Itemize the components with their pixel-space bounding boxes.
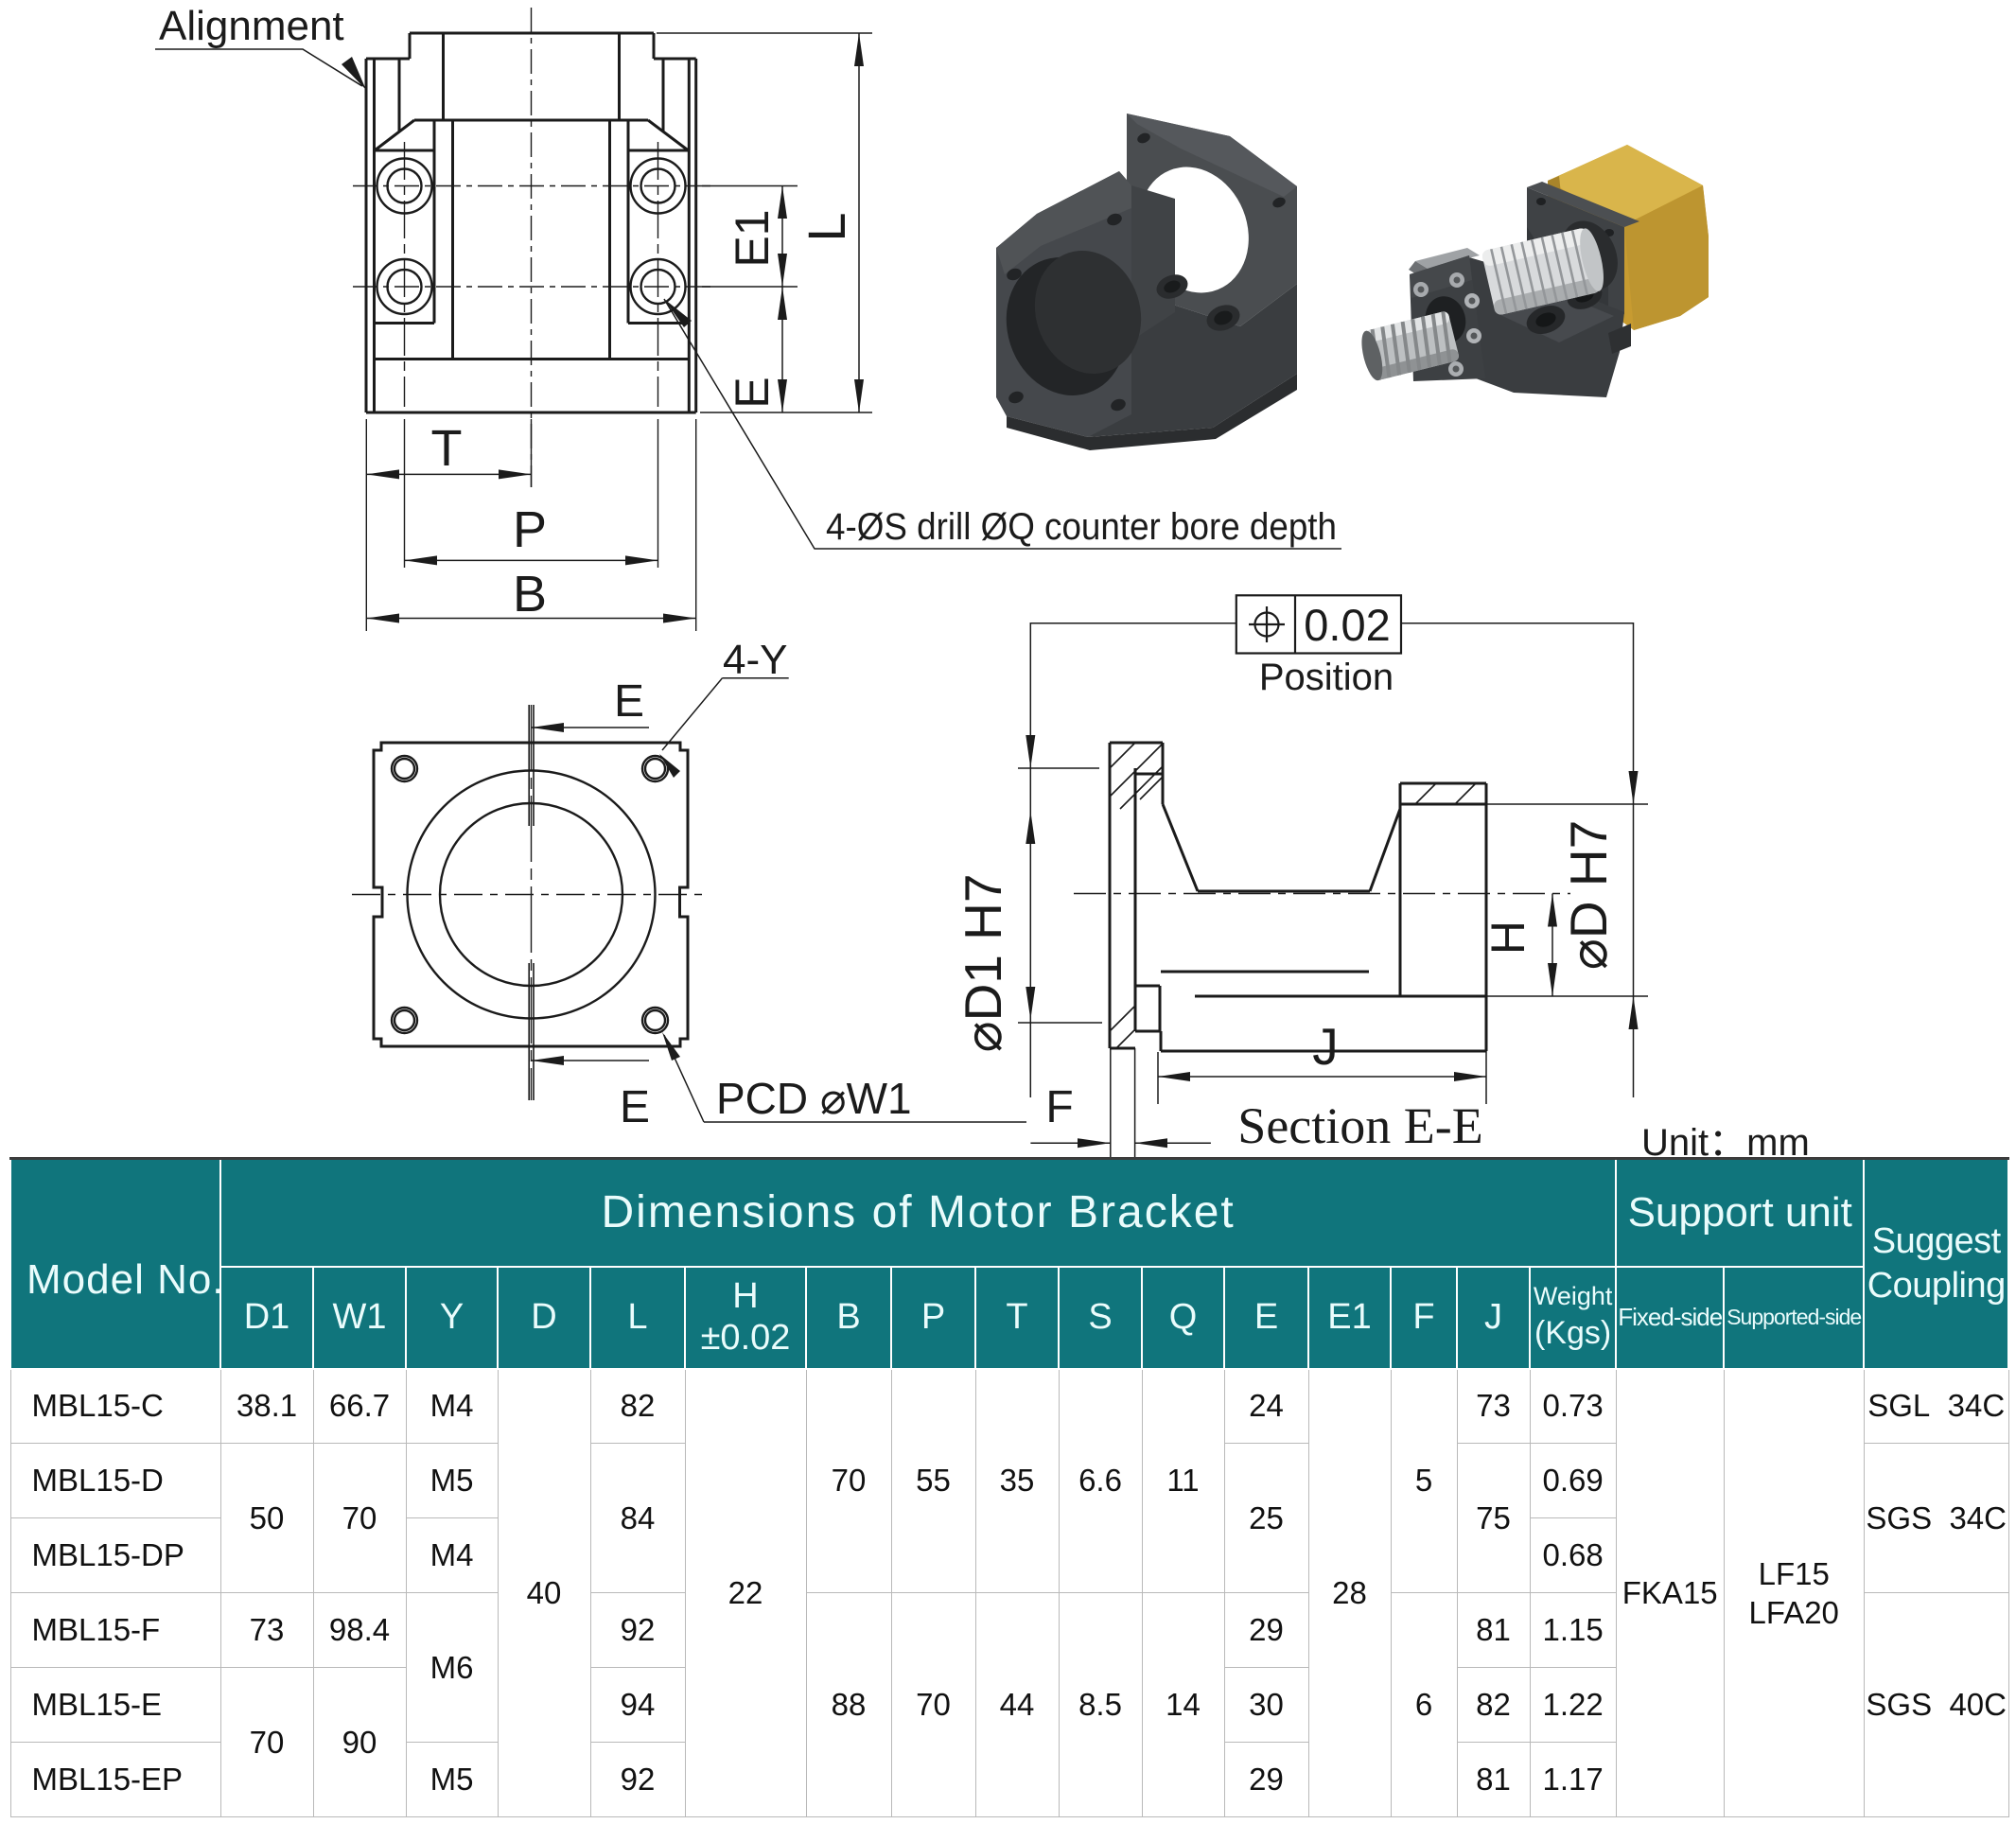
- svg-text:Alignment: Alignment: [159, 3, 344, 49]
- svg-text:Position: Position: [1259, 657, 1394, 698]
- svg-text:P: P: [513, 501, 547, 558]
- svg-text:Section E-E: Section E-E: [1237, 1097, 1482, 1154]
- svg-text:E1: E1: [726, 209, 779, 267]
- svg-text:B: B: [513, 566, 547, 623]
- svg-text:E: E: [614, 676, 644, 727]
- svg-text:T: T: [431, 420, 463, 477]
- svg-text:⌀D H7: ⌀D H7: [1559, 820, 1618, 970]
- svg-text:F: F: [1045, 1082, 1073, 1132]
- svg-text:⌀D1 H7: ⌀D1 H7: [954, 873, 1012, 1052]
- svg-text:4-ØS drill ØQ counter bore dep: 4-ØS drill ØQ counter bore depth: [826, 506, 1337, 548]
- svg-text:E: E: [620, 1082, 650, 1132]
- svg-text:J: J: [1312, 1017, 1339, 1076]
- svg-text:PCD ⌀W1: PCD ⌀W1: [716, 1074, 912, 1123]
- svg-text:H: H: [1481, 921, 1534, 955]
- svg-text:L: L: [797, 212, 856, 241]
- svg-text:0.02: 0.02: [1304, 600, 1390, 650]
- svg-text:Unit：mm: Unit：mm: [1641, 1122, 1810, 1164]
- svg-text:E: E: [726, 377, 779, 408]
- svg-text:4-Y: 4-Y: [723, 637, 787, 683]
